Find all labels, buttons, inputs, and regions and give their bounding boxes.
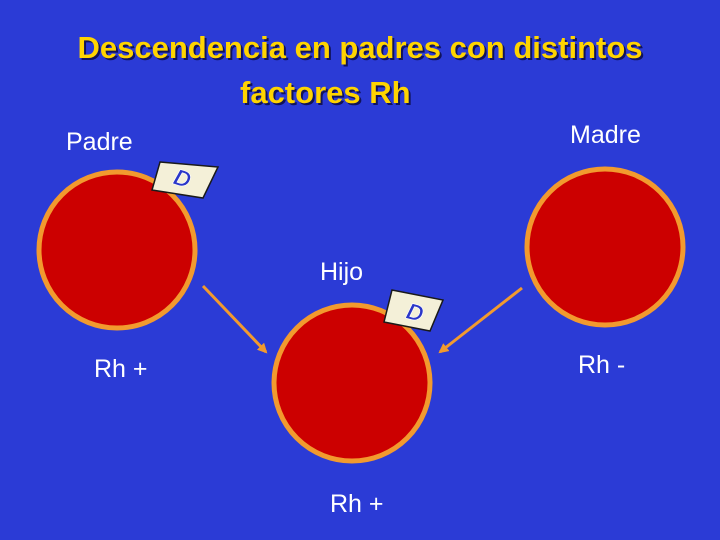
child-cell xyxy=(271,302,433,464)
mother-rh-label: Rh - xyxy=(578,351,626,379)
father-rh-label: Rh + xyxy=(94,355,148,383)
arrow-mother-to-child xyxy=(438,286,523,354)
slide-title-line-2: factores Rh xyxy=(240,75,411,110)
arrow-father-to-child xyxy=(201,284,268,354)
father-antigen-tag: D xyxy=(151,161,220,199)
mother-cell xyxy=(524,166,686,328)
father-label: Padre xyxy=(66,128,133,156)
child-label: Hijo xyxy=(320,258,364,286)
child-antigen-label: D xyxy=(404,298,427,327)
father-cell xyxy=(36,169,198,331)
child-rh-label: Rh + xyxy=(330,490,384,518)
child-antigen-tag: D xyxy=(383,289,445,332)
slide-title-line-1: Descendencia en padres con distintos xyxy=(77,30,643,65)
mother-label: Madre xyxy=(570,121,641,149)
